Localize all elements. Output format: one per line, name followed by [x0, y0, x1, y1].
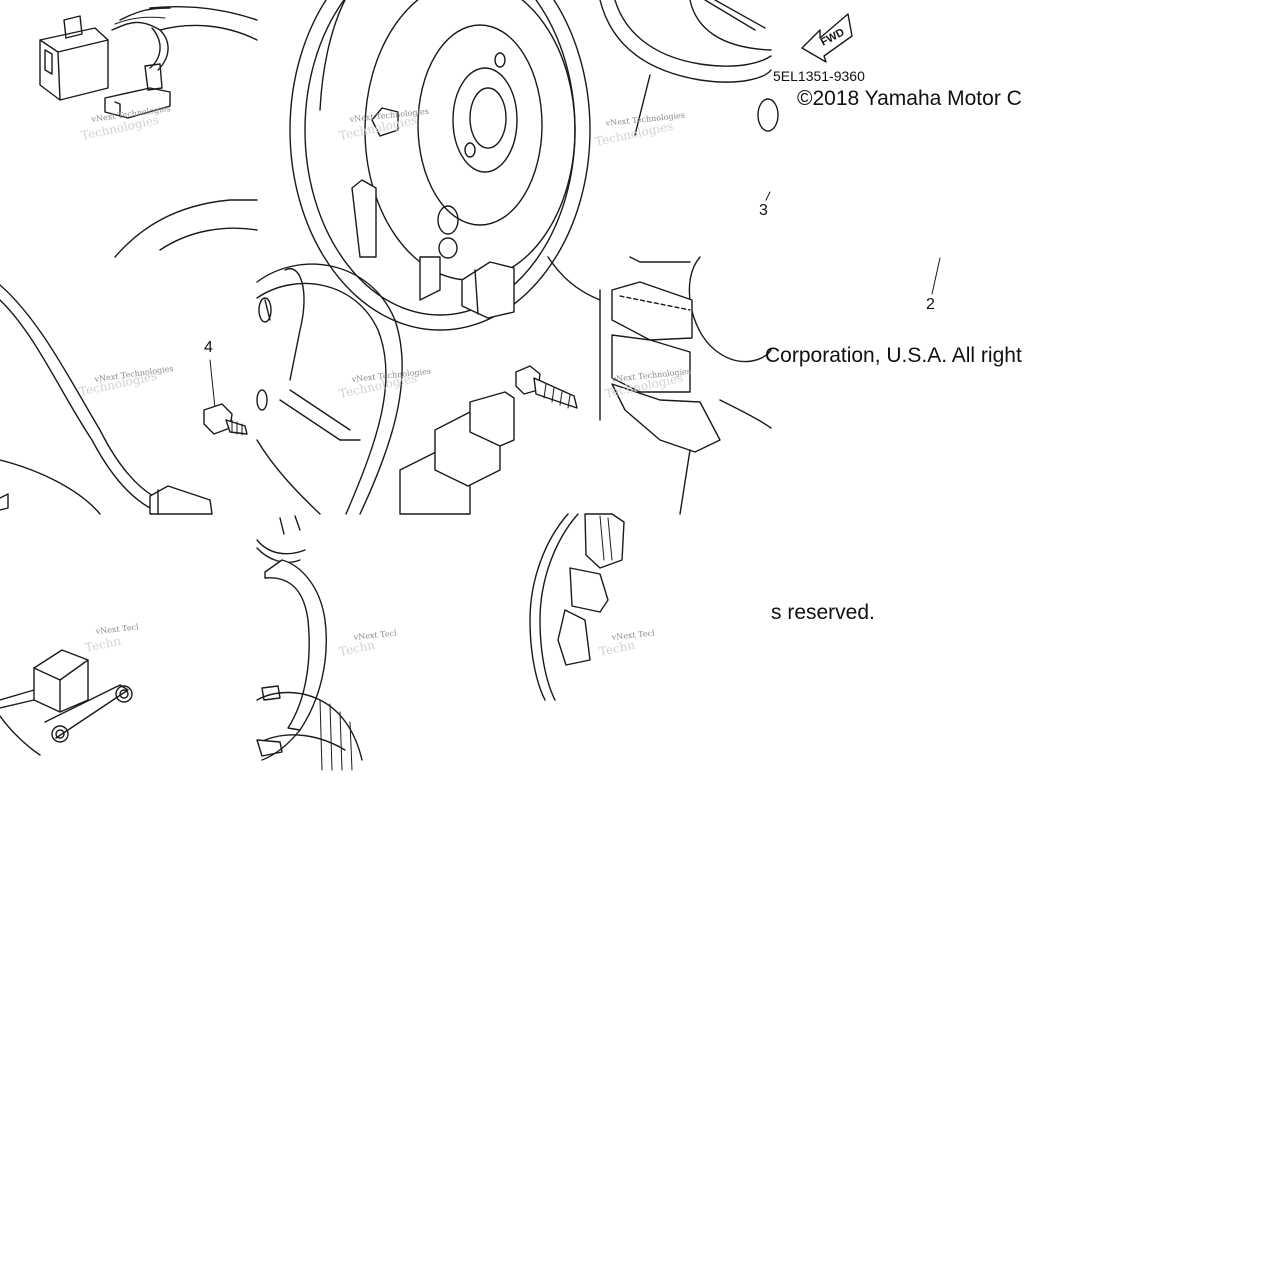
callout-4: 4	[204, 339, 216, 409]
stator-connector	[419, 256, 515, 319]
stator-teeth	[529, 513, 625, 701]
stator-wire	[0, 199, 258, 515]
stator-windings	[256, 685, 363, 771]
stator-coil	[611, 256, 772, 515]
watermark: Technologies vNext Technologies	[78, 364, 174, 399]
svg-text:Techn: Techn	[84, 634, 123, 655]
wire-connector-assembly	[39, 5, 258, 119]
flywheel-edge	[599, 0, 779, 136]
rotor-section	[256, 263, 403, 515]
watermark: Techn vNext Tecl	[338, 628, 398, 658]
part-number: 5EL1351-9360	[773, 68, 865, 84]
screw-bolt-4	[203, 403, 248, 436]
fwd-direction-badge: FWD	[801, 13, 853, 63]
watermark: Techn vNext Tecl	[598, 628, 656, 658]
watermark: Technologies vNext Technologies	[594, 111, 686, 149]
watermark: Techn vNext Tecl	[84, 622, 140, 654]
copyright-line-3: s reserved.	[771, 601, 875, 624]
copyright-line-2: Corporation, U.S.A. All right	[765, 344, 1022, 367]
flywheel-rotor	[289, 0, 591, 331]
svg-text:vNext Tecl: vNext Tecl	[352, 628, 397, 642]
pulser-coil	[0, 649, 133, 756]
svg-text:4: 4	[204, 339, 213, 356]
callout-3: 3	[759, 191, 771, 219]
copyright-line-1: ©2018 Yamaha Motor C	[797, 87, 1022, 110]
svg-text:3: 3	[759, 202, 768, 219]
stator-poles	[399, 391, 515, 515]
stator-bolt	[515, 256, 601, 421]
callout-2: 2	[926, 257, 941, 313]
watermark: Technologies vNext Technologies	[80, 104, 171, 143]
watermark: Technologies vNext Technologies	[338, 107, 430, 143]
svg-text:2: 2	[926, 296, 935, 313]
lead-wire	[256, 515, 327, 761]
